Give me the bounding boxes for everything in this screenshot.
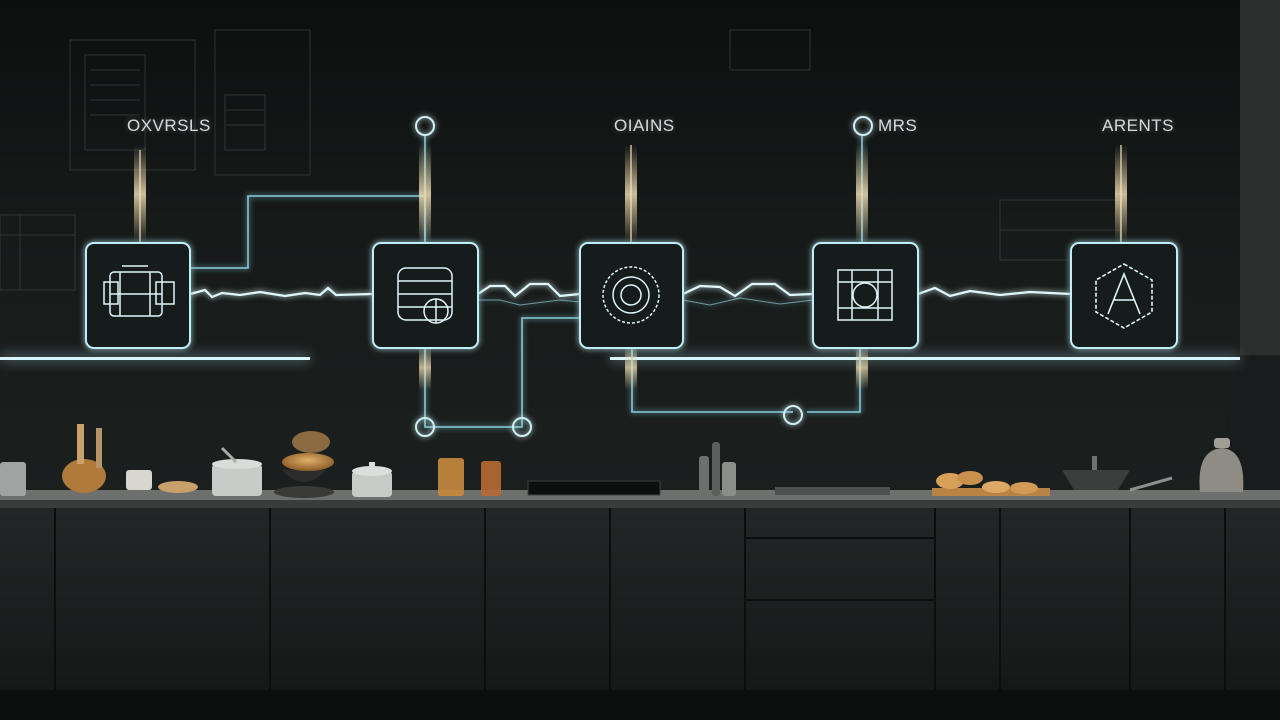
cabinets [0, 508, 1280, 720]
node-label-oxvrsls: OXVRSLS [127, 116, 211, 135]
letter-a-hexagon-icon [1095, 263, 1153, 329]
node-circle [579, 242, 684, 349]
node-grid [812, 242, 919, 349]
blueprint-sketch [0, 29, 1121, 291]
circle-connectors [415, 116, 873, 437]
countertop-edge [0, 500, 1280, 508]
node-label-arents: ARENTS [1102, 116, 1174, 135]
machine-icon [103, 265, 175, 317]
led-strips [0, 354, 1240, 362]
grid-circle-icon [837, 269, 893, 321]
counter-items [0, 424, 1244, 498]
wall-panel-right [1240, 0, 1280, 355]
node-label-mrs: MRS [878, 116, 918, 135]
node-label-oiains: OIAINS [614, 116, 675, 135]
stacked-rolls-icon [397, 267, 453, 324]
circle-target-icon [602, 266, 660, 324]
warm-beams [134, 145, 1127, 390]
node-a [1070, 242, 1178, 349]
electric-bus [189, 282, 1072, 306]
node-rolls [372, 242, 479, 349]
node-machine [85, 242, 191, 349]
